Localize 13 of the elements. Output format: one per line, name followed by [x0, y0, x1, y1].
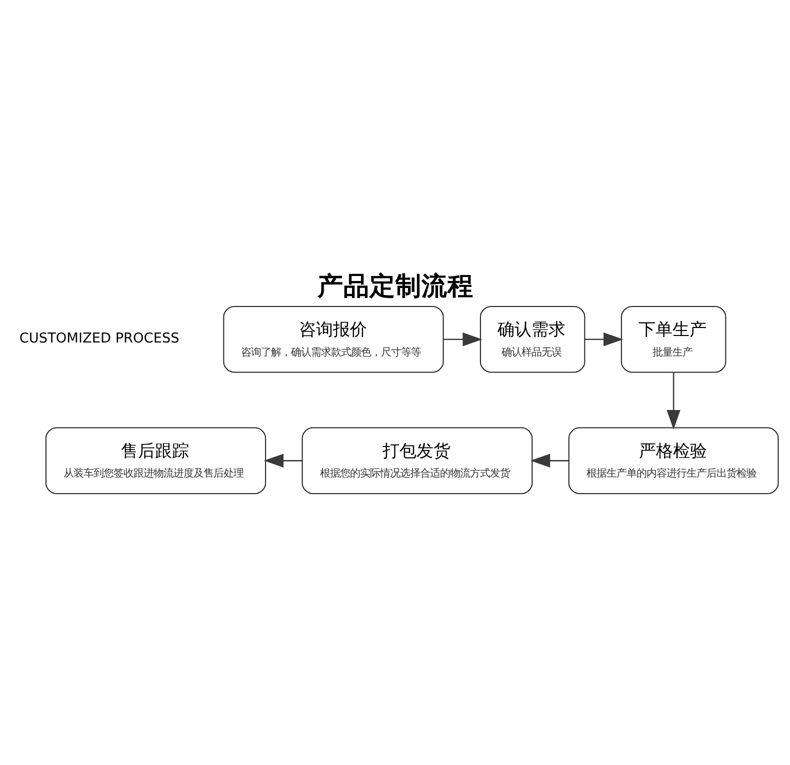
arrow: [584, 332, 624, 346]
node-box: 严格检验 根据生产单的内容进行生产后出货检验: [568, 427, 779, 494]
node-box: 咨询报价 咨询了解，确认需求款式颜色，尺寸等等: [223, 306, 444, 373]
node-box: 打包发货 根据您的实际情况选择合适的物流方式发货: [302, 427, 533, 494]
arrow: [666, 372, 680, 430]
label: CUSTOMIZED PROCESS: [19, 330, 180, 347]
node-box: 确认需求 确认样品无误: [480, 306, 586, 373]
node-box: 售后跟踪 从装车到您签收跟进物流进度及售后处理: [45, 427, 266, 494]
arrow: [444, 332, 482, 346]
arrow: [264, 454, 302, 468]
diagram-title: 产品定制流程: [318, 271, 474, 302]
arrow: [530, 454, 569, 468]
node-box: 下单生产 批量生产: [620, 306, 726, 373]
